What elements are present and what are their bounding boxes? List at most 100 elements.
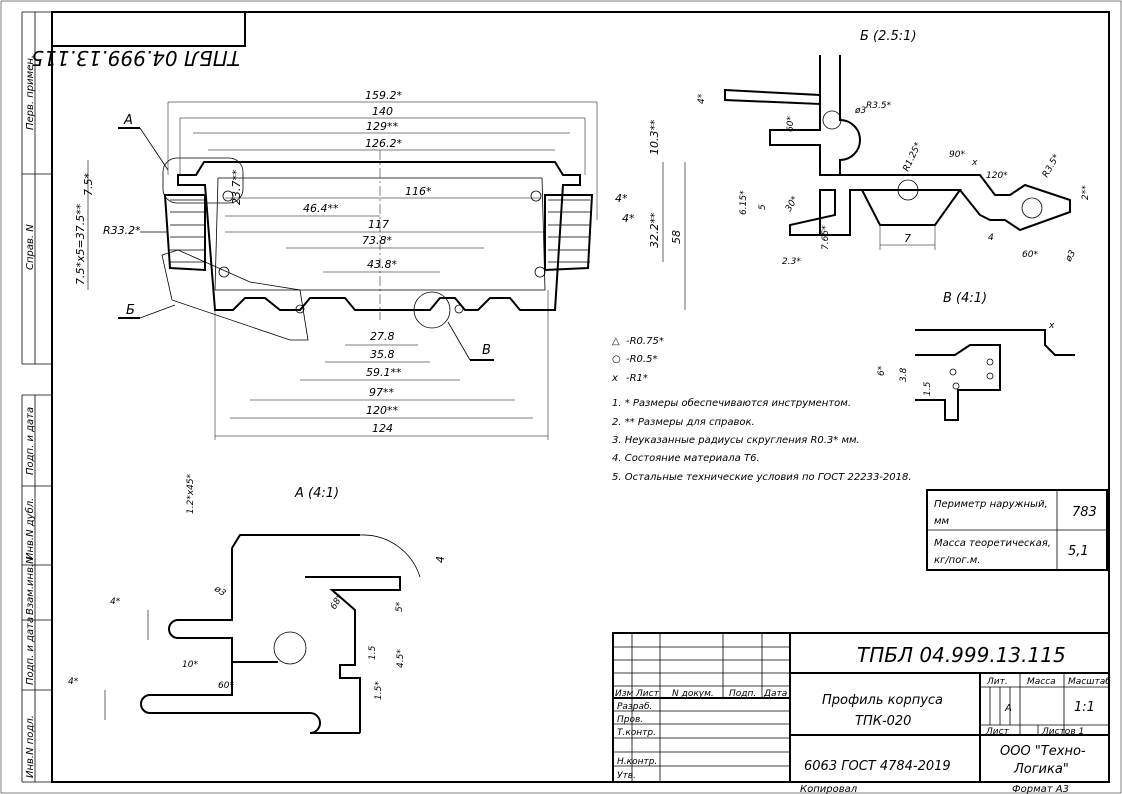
view-b-r125: R1.25* xyxy=(902,141,924,174)
dim-116: 116* xyxy=(405,185,432,198)
legend-text-2: -R1* xyxy=(626,373,648,384)
prop-label-2a: Масса теоретическая, xyxy=(934,538,1051,549)
view-b-d765: 7.65* xyxy=(821,225,831,250)
footer-copied: Копировал xyxy=(800,784,858,794)
note-4: 4. Состояние материала Т6. xyxy=(612,453,760,464)
view-v: В (4:1) 6* 3.8 1.5 x xyxy=(877,291,1075,421)
title-block-material: 6063 ГОСТ 4784-2019 xyxy=(804,759,951,774)
dim-32: 32.2** xyxy=(648,212,661,248)
view-v-title: В (4:1) xyxy=(943,291,987,306)
legend-text-0: -R0.75* xyxy=(626,336,664,347)
note-3: 3. Неуказанные радиусы скругления R0.3* … xyxy=(612,435,860,446)
note-2: 2. ** Размеры для справок. xyxy=(612,417,755,428)
title-block-sheet: Лист xyxy=(985,727,1010,737)
view-v-x: x xyxy=(1048,321,1055,331)
role-nkontr: Н.контр. xyxy=(617,757,657,767)
inner-frame xyxy=(51,11,1110,783)
view-v-d6: 6* xyxy=(877,365,887,376)
view-a-a60: 60* xyxy=(218,681,234,691)
view-b-a90: 90* xyxy=(949,150,965,160)
view-b-x1: x xyxy=(971,158,978,168)
rev-header-date: Дата xyxy=(763,689,787,699)
view-a-d10: 10* xyxy=(182,660,198,670)
note-5: 5. Остальные технические условия по ГОСТ… xyxy=(612,472,912,483)
dim-124: 124 xyxy=(372,422,393,435)
dim-140: 140 xyxy=(372,105,393,118)
view-b-d615: 6.15* xyxy=(739,190,749,215)
mirrored-number-box xyxy=(51,11,246,47)
legend-sym-0: △ xyxy=(612,336,620,347)
view-a-d4a: 4* xyxy=(110,597,121,607)
view-a-d12: 1.2*x45* xyxy=(186,473,196,514)
title-block-company-1: ООО "Техно- xyxy=(1000,744,1086,759)
rev-header-podp: Подп. xyxy=(729,689,756,699)
view-b-d5: 5 xyxy=(758,204,768,210)
dim-97: 97** xyxy=(369,386,394,399)
title-block: Изм Лист N докум. Подп. Дата Разраб. Про… xyxy=(612,632,1111,783)
view-a-d15b: 1.5* xyxy=(374,681,384,700)
dim-59: 59.1** xyxy=(366,366,402,379)
main-profile xyxy=(161,150,594,341)
dim-4a: 4* xyxy=(615,192,628,205)
dim-129: 129** xyxy=(366,120,398,133)
title-block-company-2: Логика" xyxy=(1013,762,1069,777)
view-b-r35b: R3.5* xyxy=(1041,152,1062,179)
properties-table: Периметр наружный, мм 783 Масса теоретич… xyxy=(926,489,1108,571)
view-v-d15: 1.5 xyxy=(923,381,933,396)
dim-10: 10.3** xyxy=(648,119,661,155)
side-label-vzam: Взам.инв.N xyxy=(25,556,36,615)
prop-value-1: 783 xyxy=(1072,505,1097,520)
notes: 1. * Размеры обеспечиваются инструментом… xyxy=(612,397,912,483)
dim-58: 58 xyxy=(670,230,683,244)
role-tkontr: Т.контр. xyxy=(617,728,656,738)
dim-126: 126.2* xyxy=(365,137,402,150)
dim-23: 23.7** xyxy=(230,169,243,205)
view-b-r35: R3.5* xyxy=(866,101,892,111)
dim-117: 117 xyxy=(368,218,389,231)
title-block-scale-h: Масштаб xyxy=(1068,677,1111,687)
role-razrab: Разраб. xyxy=(617,702,652,712)
view-a: А (4:1) 1.2*x45* 4 5* 4.5* 1.5 1.5* ø3 6… xyxy=(68,473,447,734)
dim-73: 73.8* xyxy=(362,234,392,247)
mirrored-drawing-number: ТПБЛ 04.999.13.115 xyxy=(31,46,240,70)
title-block-letter: А xyxy=(1004,703,1012,714)
view-a-d3: ø3 xyxy=(211,584,227,599)
view-a-title: А (4:1) xyxy=(294,486,339,501)
legend-sym-1: ○ xyxy=(612,354,621,365)
section-label-a: А xyxy=(123,113,133,128)
rev-header-izm: Изм xyxy=(615,689,634,699)
dim-159: 159.2* xyxy=(365,89,402,102)
dim-43: 43.8* xyxy=(367,258,397,271)
view-a-d5: 5* xyxy=(395,601,405,612)
rev-header-doc: N докум. xyxy=(672,689,714,699)
view-b-d4: 4* xyxy=(697,93,707,104)
view-b-d3b: ø3 xyxy=(1063,249,1078,265)
main-dimensions: 159.2* 140 129** 126.2* 116* 46.4** 117 … xyxy=(74,89,686,440)
prop-value-2: 5,1 xyxy=(1068,544,1089,559)
revision-grid: Изм Лист N докум. Подп. Дата Разраб. Про… xyxy=(613,633,790,782)
side-label-podl: Инв.N подл. xyxy=(25,715,36,778)
title-block-lit: Лит. xyxy=(986,677,1008,687)
title-block-sheets: Листов 1 xyxy=(1041,727,1084,737)
section-label-b: Б xyxy=(126,303,135,318)
side-label-podp2: Подп. и дата xyxy=(25,617,36,685)
view-b-d4v: 4 xyxy=(988,233,994,243)
view-b-d7: 7 xyxy=(904,232,911,245)
view-a-d15: 1.5 xyxy=(368,645,378,660)
side-label-sprav: Справ. N xyxy=(25,224,36,270)
title-block-name-2: ТПК-020 xyxy=(855,714,911,729)
role-prov: Пров. xyxy=(617,715,643,725)
prop-label-2b: кг/пог.м. xyxy=(934,555,980,566)
side-strip: Перв. примен. Справ. N Подп. и дата Инв.… xyxy=(21,11,52,783)
side-label-dubl: Инв.N дубл. xyxy=(24,498,36,560)
prop-label-1b: мм xyxy=(934,516,950,527)
dim-46: 46.4** xyxy=(303,202,339,215)
view-a-d4b: 4* xyxy=(68,677,79,687)
title-block-scale: 1:1 xyxy=(1074,700,1095,715)
view-a-d4: 4 xyxy=(434,556,447,563)
view-b-a30: 30* xyxy=(784,194,801,213)
legend-sym-2: x xyxy=(611,373,618,384)
title-block-number: ТПБЛ 04.999.13.115 xyxy=(857,643,1066,667)
